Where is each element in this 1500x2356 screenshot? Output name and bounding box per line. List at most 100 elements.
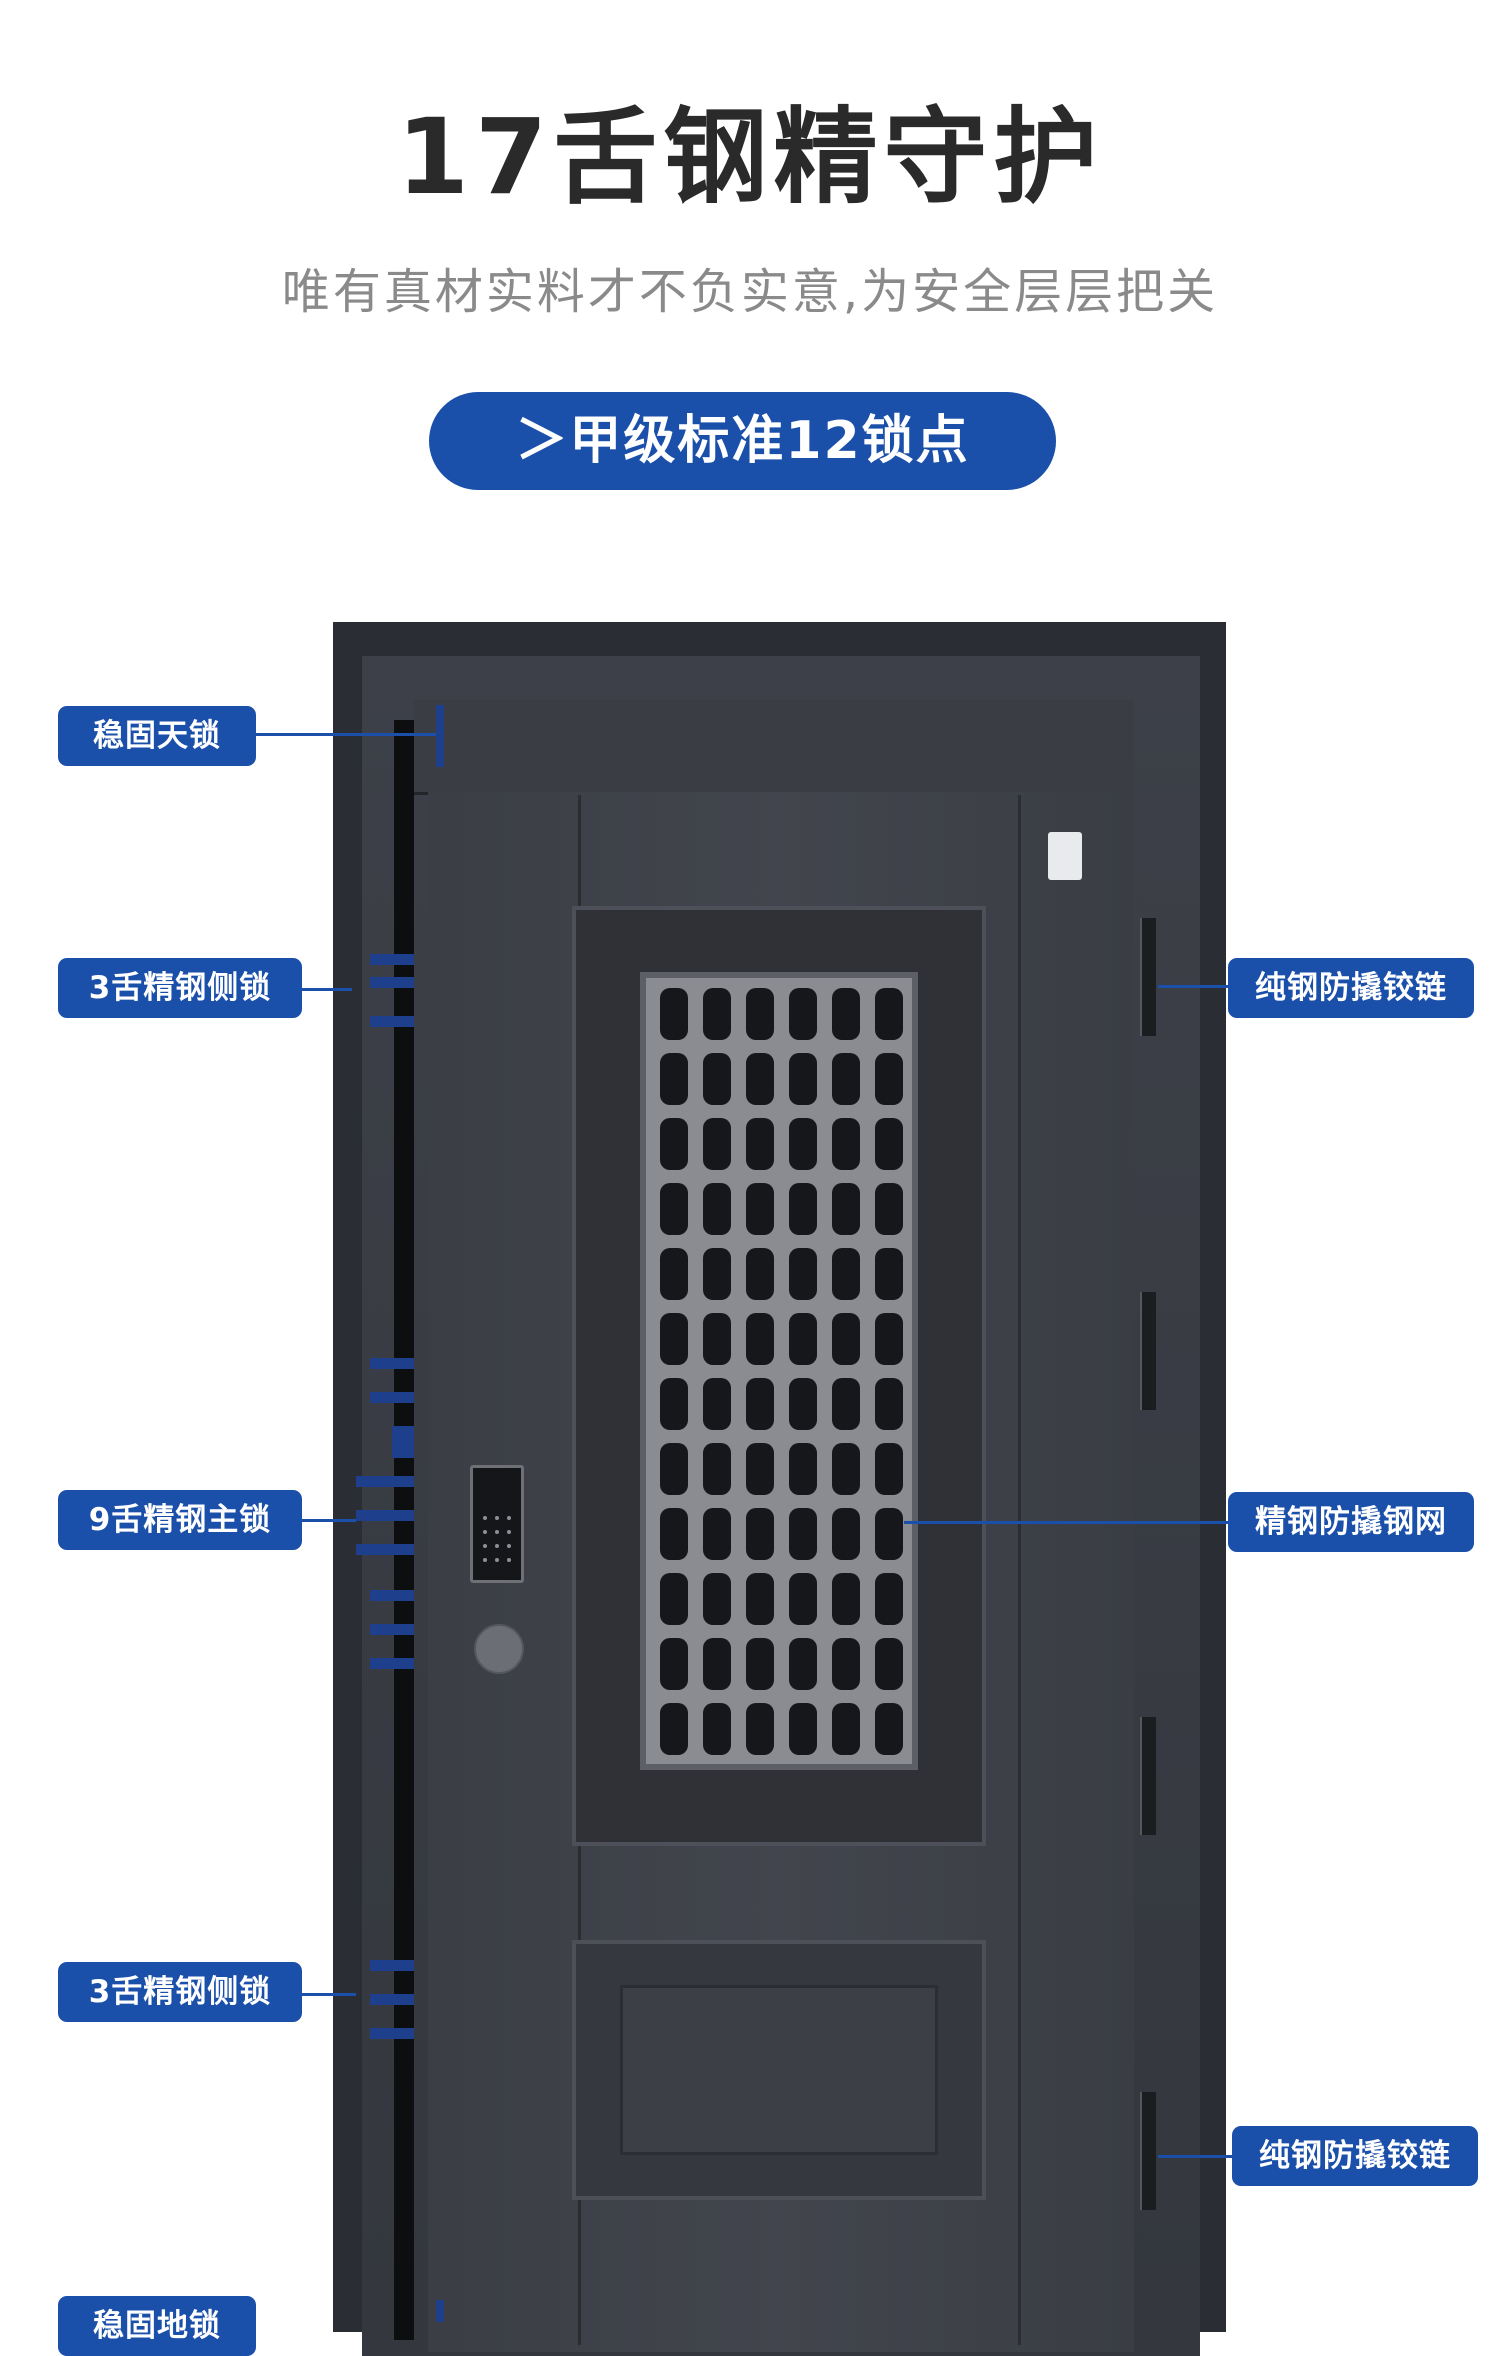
callout-leader (296, 1993, 356, 1996)
keypad-key (483, 1558, 487, 1562)
side-lock-bolt (370, 954, 414, 965)
callout-side-lock-lower: 3舌精钢侧锁 (58, 1962, 302, 2022)
grille-cell (746, 1183, 774, 1235)
grille-cell (875, 988, 903, 1040)
hinge (1140, 918, 1156, 1036)
grille-cell (875, 1248, 903, 1300)
callout-leader (1158, 985, 1234, 988)
keypad-key (507, 1530, 511, 1534)
door-knob (474, 1624, 524, 1674)
grille-cell (660, 1313, 688, 1365)
callout-hinge-lower: 纯钢防撬铰链 (1232, 2126, 1478, 2186)
top-lock-bolt (436, 705, 444, 767)
grille-cell (660, 988, 688, 1040)
side-lock-bolt (370, 977, 414, 988)
steel-mesh-grille (640, 972, 918, 1770)
callout-leader (1158, 2155, 1234, 2158)
keypad-key (483, 1530, 487, 1534)
main-lock-bolt (370, 1358, 414, 1369)
grille-cell (789, 1508, 817, 1560)
keypad-key (507, 1516, 511, 1520)
hinge (1140, 1292, 1156, 1410)
keypad-key (495, 1516, 499, 1520)
callout-leader (904, 1521, 1234, 1524)
grille-cell (703, 1703, 731, 1755)
grille-cell (660, 1053, 688, 1105)
grille-cell (746, 1703, 774, 1755)
keypad-key (507, 1558, 511, 1562)
grille-cell (789, 1118, 817, 1170)
grille-cell (703, 1248, 731, 1300)
grille-cell (875, 1313, 903, 1365)
grille-cell (789, 1183, 817, 1235)
keypad-key (495, 1558, 499, 1562)
callout-ground-lock: 稳固地锁 (58, 2296, 256, 2356)
keypad-key (495, 1530, 499, 1534)
grille-cell (660, 1443, 688, 1495)
grille-cell (703, 1443, 731, 1495)
callout-leader (296, 988, 352, 991)
grille-cell (789, 1053, 817, 1105)
callout-hinge-upper: 纯钢防撬铰链 (1228, 958, 1474, 1018)
grille-cell (660, 1378, 688, 1430)
certification-badge (1048, 832, 1082, 880)
grille-cell (832, 1053, 860, 1105)
grille-cell (832, 1638, 860, 1690)
grille-cell (746, 1638, 774, 1690)
hinge (1140, 2092, 1156, 2210)
main-lock-bolt (370, 1392, 414, 1403)
grille-cell (660, 1573, 688, 1625)
grille-cell (875, 1573, 903, 1625)
grille-cell (832, 1313, 860, 1365)
grille-cell (789, 1313, 817, 1365)
grille-cell (875, 1053, 903, 1105)
grille-cell (789, 1638, 817, 1690)
main-lock-bolt (370, 1624, 414, 1635)
grille-cell (875, 1638, 903, 1690)
callout-top-lock: 稳固天锁 (58, 706, 256, 766)
grille-cell (832, 1378, 860, 1430)
door-stile-line (1018, 795, 1021, 2345)
grille-cell (703, 1638, 731, 1690)
side-lock-bolt (370, 1960, 414, 1971)
grille-cell (832, 988, 860, 1040)
door-gap (394, 720, 414, 2340)
callout-main-lock: 9舌精钢主锁 (58, 1490, 302, 1550)
lower-panel-inset (620, 1985, 938, 2155)
grille-cell (703, 1053, 731, 1105)
main-lock-bolt (356, 1510, 414, 1521)
grille-cell (703, 988, 731, 1040)
grille-cell (703, 1573, 731, 1625)
grille-cell (789, 1443, 817, 1495)
grille-cell (875, 1183, 903, 1235)
grille-cell (660, 1638, 688, 1690)
grille-cell (703, 1378, 731, 1430)
grille-cell (746, 1053, 774, 1105)
ground-lock-bolt (436, 2300, 444, 2322)
callout-leader (296, 1519, 356, 1522)
smart-lock-keypad (470, 1465, 524, 1583)
grille-cell (789, 1703, 817, 1755)
grille-cell (746, 1378, 774, 1430)
side-lock-bolt (370, 1016, 414, 1027)
grille-cell (660, 1248, 688, 1300)
grille-cell (789, 1378, 817, 1430)
main-lock-bolt (392, 1426, 414, 1458)
grille-cell (746, 1118, 774, 1170)
hinge (1140, 1717, 1156, 1835)
grille-cell (746, 1573, 774, 1625)
main-lock-bolt (370, 1590, 414, 1601)
callout-side-lock-upper: 3舌精钢侧锁 (58, 958, 302, 1018)
main-lock-bolt (356, 1544, 414, 1555)
grille-cell (746, 1443, 774, 1495)
callout-steel-mesh: 精钢防撬钢网 (1228, 1492, 1474, 1552)
grille-cell (832, 1443, 860, 1495)
lock-points-badge: ＞甲级标准12锁点 (429, 392, 1056, 490)
grille-cell (832, 1703, 860, 1755)
grille-cell (832, 1508, 860, 1560)
grille-cell (875, 1703, 903, 1755)
grille-cell (703, 1183, 731, 1235)
main-lock-bolt (370, 1658, 414, 1669)
keypad-key (483, 1516, 487, 1520)
page-title: 17舌钢精守护 (396, 96, 1104, 218)
